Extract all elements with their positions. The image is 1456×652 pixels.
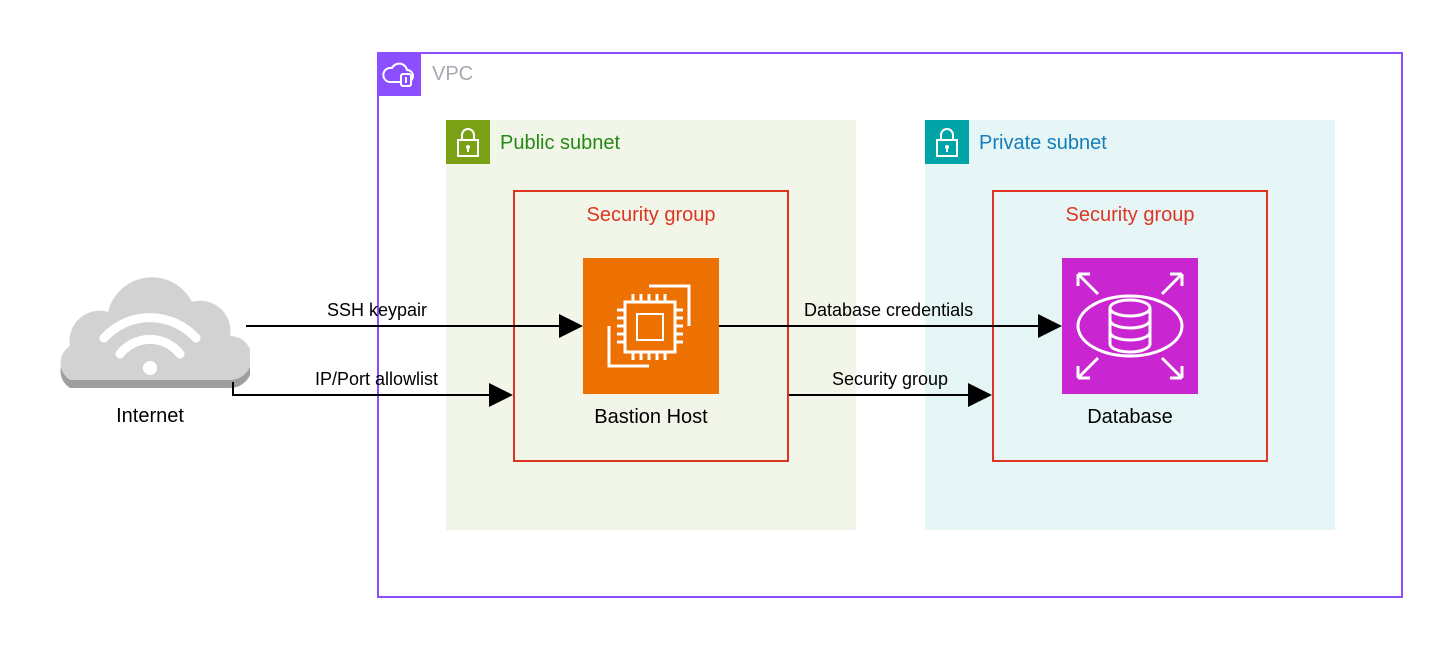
internet-cloud-icon [50,260,253,395]
public-subnet-label: Public subnet [500,132,621,154]
lock-icon [925,120,969,164]
bastion-host-label: Bastion Host [594,406,708,428]
edge-label-ip-allowlist: IP/Port allowlist [315,369,439,389]
edge-label-security-group: Security group [832,369,949,389]
security-group-right-label: Security group [1065,204,1195,226]
lock-icon [446,120,490,164]
ec2-instance-icon [583,258,719,394]
private-subnet-label: Private subnet [979,132,1107,154]
security-group-left-label: Security group [586,204,716,226]
database-label: Database [1087,406,1173,428]
edge-ip-allowlist [232,382,513,407]
rds-database-icon [1062,258,1198,394]
edge-label-ssh: SSH keypair [327,300,428,320]
vpc-cloud-icon [377,52,421,96]
internet-label: Internet [116,405,184,427]
edge-label-db-credentials: Database credentials [804,300,974,320]
vpc-label: VPC [432,63,474,85]
